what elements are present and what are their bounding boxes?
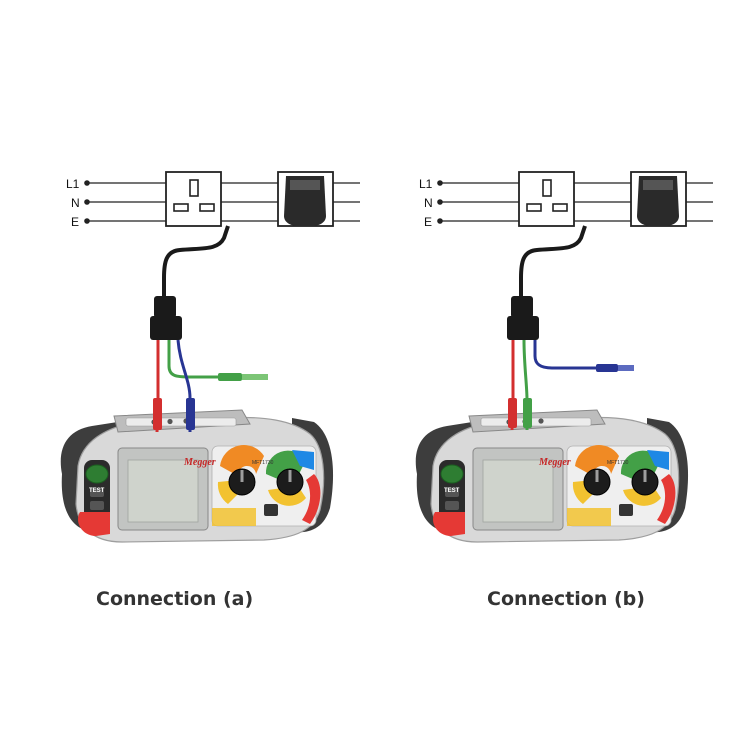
wire-label-l1: L1 [419, 177, 433, 191]
green-lead-a[interactable] [167, 340, 222, 379]
device-brand: Megger [538, 457, 571, 468]
caption-connection-a: Connection (a) [96, 588, 254, 610]
test-button-label[interactable]: TEST [89, 488, 105, 494]
device-b: Megger MFT1730 TEST [415, 409, 689, 543]
wire-label-n: N [71, 196, 80, 210]
wire-label-l1: L1 [66, 177, 80, 191]
wire-label-e: E [424, 215, 432, 229]
panel-b: Megger MFT1730 TEST L1 N E [415, 171, 714, 543]
wire-label-n: N [424, 196, 433, 210]
caption-connection-b: Connection (b) [487, 588, 645, 610]
device-model: MFT1730 [607, 460, 629, 466]
device-model: MFT1730 [252, 460, 274, 466]
wire-label-e: E [71, 215, 79, 229]
blue-lead-b[interactable] [533, 340, 600, 370]
panel-a: Megger MFT1730 TEST L1 N E [60, 171, 361, 543]
blue-lead-a[interactable] [176, 339, 192, 432]
test-button-label[interactable]: TEST [444, 488, 460, 494]
device-brand: Megger [183, 457, 216, 468]
device-a: Megger MFT1730 TEST [60, 409, 334, 543]
